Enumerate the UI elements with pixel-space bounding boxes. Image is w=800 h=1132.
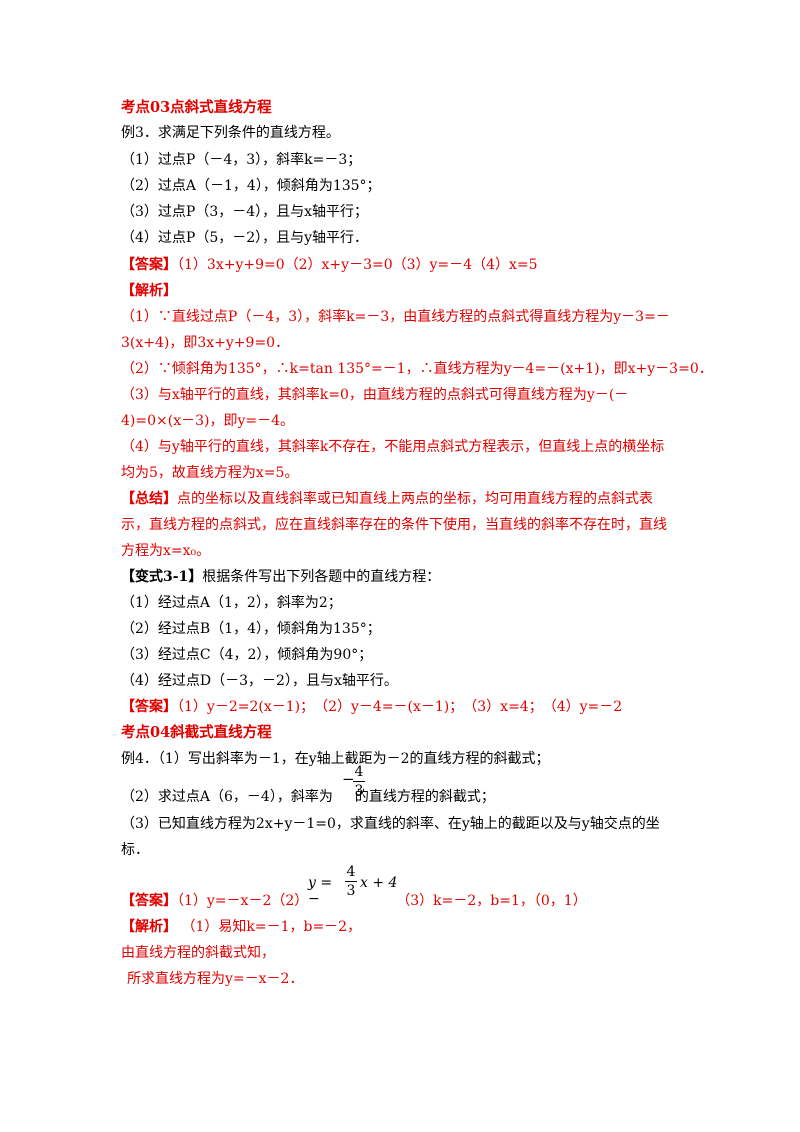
variant-tag: 【变式3-1】 bbox=[121, 569, 203, 585]
fraction-four-thirds: 4 3 bbox=[353, 764, 365, 799]
example-3-intro: 例3．求满足下列条件的直线方程。 bbox=[121, 125, 340, 141]
summary-line-3: 方程为x=x₀。 bbox=[121, 543, 211, 559]
example-3-item-4: （4）过点P（5，－2），且与y轴平行． bbox=[121, 230, 369, 246]
variant-item-2: （2）经过点B（1，4），倾斜角为135°； bbox=[121, 621, 381, 637]
analysis-line-1: （1）∵直线过点P（－4，3），斜率k=－3，由直线方程的点斜式得直线方程为y－… bbox=[121, 309, 670, 325]
example-3-item-2: （2）过点A（－1，4），倾斜角为135°； bbox=[121, 178, 381, 194]
analysis-line-4: （3）与x轴平行的直线，其斜率k=0，由直线方程的点斜式可得直线方程为y－(－ bbox=[121, 387, 629, 403]
answer-formula-right: x + 4 bbox=[360, 875, 398, 891]
example-4-line-3: （3）已知直线方程为2x+y－1=0，求直线的斜率、在y轴上的截距以及与y轴交点… bbox=[121, 816, 660, 832]
minus-sign: − bbox=[342, 770, 355, 788]
example-4-analysis-3: 所求直线方程为y=－x－2． bbox=[127, 971, 304, 987]
example-3-item-3: （3）过点P（3，－4），且与x轴平行； bbox=[121, 204, 369, 220]
variant-answer: 【答案】（1）y－2=2(x－1)； （2）y－4=－(x－1)； （3）x=4… bbox=[121, 699, 623, 715]
analysis-tag: 【解析】 bbox=[121, 919, 177, 935]
example-4-line-2: （2）求过点A（6，－4），斜率为的直线方程的斜截式； bbox=[121, 789, 495, 805]
summary-line-1: 【总结】点的坐标以及直线斜率或已知直线上两点的坐标，均可用直线方程的点斜式表 bbox=[121, 491, 653, 507]
variant-item-4: （4）经过点D（－3，－2），且与x轴平行。 bbox=[121, 673, 398, 689]
example-3-item-1: （1）过点P（－4，3），斜率k=－3； bbox=[121, 152, 362, 168]
answer-tag: 【答案】 bbox=[121, 893, 177, 909]
example-4-answer: 【答案】（1）y=－x－2（2）（3）k=－2，b=1，（0，1） bbox=[121, 893, 587, 909]
analysis-line-7: 均为5，故直线方程为x=5。 bbox=[121, 465, 299, 481]
variant-item-1: （1）经过点A（1，2），斜率为2； bbox=[121, 595, 342, 611]
section-title-03: 考点03点斜式直线方程 bbox=[121, 99, 272, 116]
example-3-answer: 【答案】（1）3x+y+9=0（2）x+y－3=0（3）y=－4（4）x=5 bbox=[121, 256, 538, 274]
example-4-line-1: 例4．（1）写出斜率为－1，在y轴上截距为－2的直线方程的斜截式； bbox=[121, 751, 550, 767]
analysis-line-3: （2）∵倾斜角为135°，∴k=tan 135°=－1，∴直线方程为y－4=－(… bbox=[121, 361, 713, 377]
example-4-analysis-1: 【解析】 （1）易知k=－1，b=－2， bbox=[121, 919, 362, 935]
analysis-tag: 【解析】 bbox=[121, 283, 177, 299]
variant-3-1-intro: 【变式3-1】根据条件写出下列各题中的直线方程： bbox=[121, 569, 441, 585]
section-title-04: 考点04斜截式直线方程 bbox=[121, 724, 272, 741]
example-4-line-4: 标． bbox=[121, 842, 149, 858]
answer-text: （1）3x+y+9=0（2）x+y－3=0（3）y=－4（4）x=5 bbox=[177, 257, 538, 273]
example-4-analysis-2: 由直线方程的斜截式知， bbox=[121, 945, 275, 961]
analysis-line-2: 3(x+4)，即3x+y+9=0． bbox=[121, 335, 290, 351]
summary-line-2: 示，直线方程的点斜式，应在直线斜率存在的条件下使用，当直线的斜率不存在时，直线 bbox=[121, 517, 667, 533]
variant-answer-tag: 【答案】 bbox=[121, 699, 177, 715]
variant-item-3: （3）经过点C（4，2），倾斜角为90°； bbox=[121, 647, 373, 663]
summary-tag: 【总结】 bbox=[121, 491, 177, 507]
analysis-line-5: 4)=0×(x－3)，即y=－4。 bbox=[121, 413, 295, 429]
answer-formula-left: y = − bbox=[308, 875, 333, 907]
analysis-line-6: （4）与y轴平行的直线，其斜率k不存在，不能用点斜式方程表示，但直线上点的横坐标 bbox=[121, 439, 665, 455]
answer-fraction: 4 3 bbox=[345, 864, 357, 899]
answer-tag: 【答案】 bbox=[121, 257, 177, 273]
